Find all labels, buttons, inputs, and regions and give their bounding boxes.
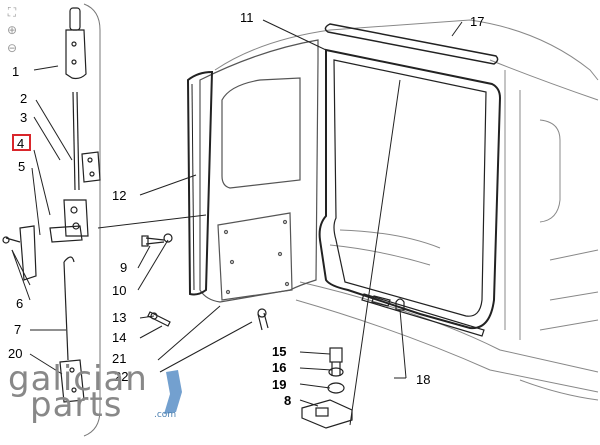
callout-8[interactable]: 8 [284, 393, 291, 408]
rear-door [199, 39, 319, 303]
door-seal-strip [186, 70, 214, 296]
callout-9[interactable]: 9 [120, 260, 127, 275]
zoom-out-icon[interactable]: ⊖ [6, 41, 18, 55]
callout-13[interactable]: 13 [112, 310, 126, 325]
selected-part-highlight [12, 134, 31, 151]
opening-seal [318, 48, 502, 330]
zoom-in-icon[interactable]: ⊕ [6, 23, 18, 37]
callout-19[interactable]: 19 [272, 377, 286, 392]
callout-11[interactable]: 11 [240, 10, 254, 25]
callout-10[interactable]: 10 [112, 283, 126, 298]
callout-4[interactable]: 4 [17, 136, 24, 151]
watermark-line2: parts [30, 385, 123, 425]
panel-divider [83, 3, 101, 437]
callout-2[interactable]: 2 [20, 91, 27, 106]
watermark-logo: galician parts [8, 359, 148, 425]
van-body [214, 19, 599, 401]
callout-5[interactable]: 5 [18, 159, 25, 174]
callout-1[interactable]: 1 [12, 64, 19, 79]
watermark-line1: galician [8, 359, 148, 399]
callout-6[interactable]: 6 [16, 296, 23, 311]
watermark-accent [164, 370, 182, 414]
callout-labels: 1 2 3 4 5 6 7 20 11 17 12 9 10 13 14 21 … [8, 10, 484, 408]
callout-17[interactable]: 17 [470, 14, 484, 29]
callout-21[interactable]: 21 [112, 351, 126, 366]
fit-icon[interactable]: ⛶ [7, 5, 17, 19]
watermark-suffix: .com [154, 410, 177, 420]
callout-16[interactable]: 16 [272, 360, 286, 375]
callout-22[interactable]: 22 [114, 369, 128, 384]
callout-18[interactable]: 18 [416, 372, 430, 387]
callout-15[interactable]: 15 [272, 344, 286, 359]
callout-3[interactable]: 3 [20, 110, 27, 125]
threshold-seal [361, 293, 485, 337]
bolts [141, 233, 405, 429]
callout-7[interactable]: 7 [14, 322, 21, 337]
callout-14[interactable]: 14 [112, 330, 126, 345]
callout-20[interactable]: 20 [8, 346, 22, 361]
callout-12[interactable]: 12 [112, 188, 126, 203]
hinge-parts [2, 7, 101, 403]
roof-seal [324, 23, 499, 65]
